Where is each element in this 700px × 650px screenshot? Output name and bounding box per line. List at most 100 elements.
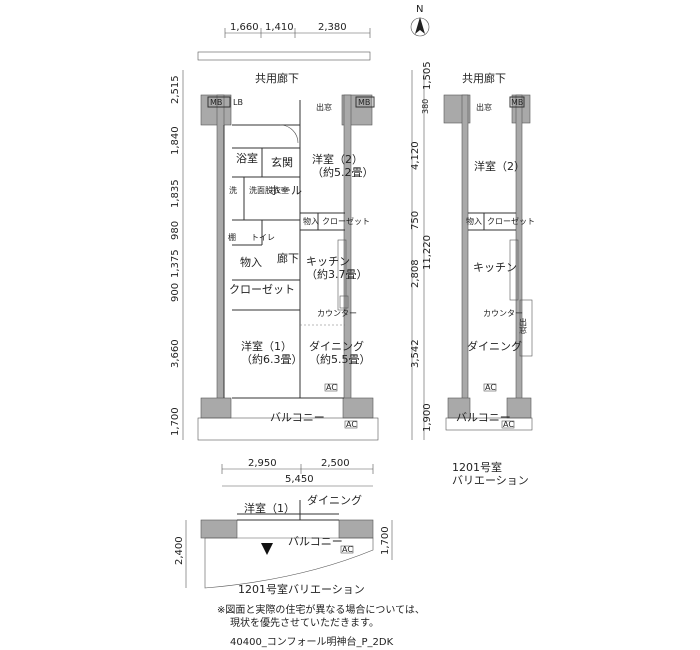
mb-box-right <box>355 96 375 108</box>
bottom-dim-1: 2,950 <box>248 458 277 469</box>
right-dim-5: 2,808 <box>410 259 421 288</box>
curved-balcony <box>204 537 374 589</box>
right-dim-1: 1,505 <box>422 61 433 90</box>
var-balcony <box>445 417 533 431</box>
top-dim-3: 2,380 <box>318 22 347 33</box>
kitchen-size: （約3.7畳） <box>306 267 368 281</box>
main-balcony <box>197 417 379 441</box>
mb-right-label: MB <box>358 98 370 107</box>
left-dim-3: 1,835 <box>170 179 181 208</box>
bal-ac-box <box>340 545 354 554</box>
counter-label: カウンター <box>317 309 357 318</box>
var-ac2-label: AC <box>503 420 514 429</box>
var-balcony-label: バルコニー <box>456 411 511 424</box>
main-walls <box>200 94 374 419</box>
top-dim-1: 1,660 <box>230 22 259 33</box>
toilet-label: トイレ <box>251 233 275 242</box>
dining-label: ダイニング <box>309 339 364 353</box>
bal-ac-label: AC <box>342 545 353 554</box>
bal-balcony-label: バルコニー <box>288 535 343 548</box>
bal-western1-label: 洋室（1） <box>244 501 295 515</box>
main-corridor-label: 共用廊下 <box>255 71 299 85</box>
var-dining-label: ダイニング <box>467 339 522 353</box>
ac-box-1 <box>324 383 338 392</box>
western1-size: （約6.3畳） <box>241 352 303 366</box>
entrance-door-icon <box>279 124 299 144</box>
demado-label: 出窓 <box>316 102 332 112</box>
var-side-demado-label: 出窓 <box>519 317 528 334</box>
right-dim-4: 750 <box>410 211 421 230</box>
bottom-dimension-line: 2,950 2,500 5,450 <box>221 458 374 487</box>
var-caption-2: バリエーション <box>452 474 529 487</box>
north-arrow-icon: N <box>410 4 430 37</box>
top-dim-2: 1,410 <box>265 22 294 33</box>
right-dim-2: 380 <box>421 99 430 114</box>
var-ac-box-1 <box>483 383 497 392</box>
lb-label: LB <box>233 98 243 107</box>
right-dim-6: 3,542 <box>410 339 421 368</box>
right-dimension-line: 1,505 380 4,120 750 2,808 3,542 11,220 1… <box>410 61 433 440</box>
variation-walls <box>443 94 532 419</box>
bath-label: 浴室 <box>236 151 258 165</box>
ac-box-2 <box>344 420 358 429</box>
closet-left-label: クローゼット <box>229 283 295 296</box>
balcony-label: バルコニー <box>270 411 325 424</box>
top-dimension-line: 1,660 1,410 2,380 <box>224 22 371 38</box>
left-dimension-line: 2,515 1,840 1,835 980 1,375 900 3,660 1,… <box>170 70 184 440</box>
western1-label: 洋室（1） <box>241 339 292 353</box>
right-dim-3: 4,120 <box>410 141 421 170</box>
sink-icon <box>339 295 349 309</box>
var-western2-label: 洋室（2） <box>474 159 525 173</box>
bal-caption: 1201号室バリエーション <box>238 582 365 596</box>
kitchen-counter <box>337 239 347 311</box>
washroom-a-label: 洗 <box>229 185 237 195</box>
entrance-label: 玄関 <box>271 155 293 169</box>
var-kitchen-label: キッチン <box>473 261 517 274</box>
var-monoire-label: 物入 <box>466 216 482 226</box>
closet2-label: クローゼット <box>322 216 370 226</box>
var-counter-label: カウンター <box>483 309 523 318</box>
monoire2-label: 物入 <box>303 216 319 226</box>
left-dim-7: 3,660 <box>170 339 181 368</box>
note-code: 40400_コンフォール明神台_P_2DK <box>230 635 394 648</box>
main-partitions <box>223 100 345 399</box>
bal-right-dim: 1,700 <box>380 526 391 555</box>
right-dim-7: 1,900 <box>422 403 433 432</box>
var-ac-box-2 <box>501 420 515 429</box>
hallway-label: 廊下 <box>277 251 299 265</box>
right-total-dim: 11,220 <box>422 235 433 270</box>
tana-label: 棚 <box>228 232 236 242</box>
dining-size: （約5.5畳） <box>309 352 371 366</box>
bal-left-dim: 2,400 <box>174 536 185 565</box>
washroom-b-label: 洗面脱衣室 <box>249 185 289 195</box>
north-label: N <box>416 4 423 15</box>
var-ac1-label: AC <box>485 383 496 392</box>
bottom-dim-2: 2,500 <box>321 458 350 469</box>
var-caption-1: 1201号室 <box>452 460 502 474</box>
var-mb-box <box>509 96 525 108</box>
left-dim-8: 1,700 <box>170 407 181 436</box>
var-demado-label: 出窓 <box>476 102 492 112</box>
left-dim-6: 900 <box>170 283 181 302</box>
ac2-label: AC <box>346 420 357 429</box>
note-line-1: ※図面と実際の住宅が異なる場合については、 <box>217 603 425 616</box>
kitchen-label: キッチン <box>306 255 350 268</box>
hall-label: ホール <box>269 184 302 197</box>
roof-strip <box>197 51 371 61</box>
triangle-marker-icon <box>261 543 273 555</box>
left-dim-5: 1,375 <box>170 249 181 278</box>
note-line-2: 現状を優先させていただきます。 <box>230 616 379 629</box>
western2-size: （約5.2畳） <box>312 165 374 179</box>
bal-dining-label: ダイニング <box>307 493 362 507</box>
var-side-window <box>519 299 533 357</box>
western2-label: 洋室（2） <box>312 152 363 166</box>
var-closet-label: クローゼット <box>487 216 535 226</box>
left-dim-4: 980 <box>170 221 181 240</box>
var-corridor-label: 共用廊下 <box>462 71 506 85</box>
var-mb-label: MB <box>511 98 523 107</box>
var-counter <box>509 239 519 301</box>
mb-box-left <box>207 96 231 108</box>
left-dim-1: 2,515 <box>170 75 181 104</box>
left-dim-2: 1,840 <box>170 126 181 155</box>
